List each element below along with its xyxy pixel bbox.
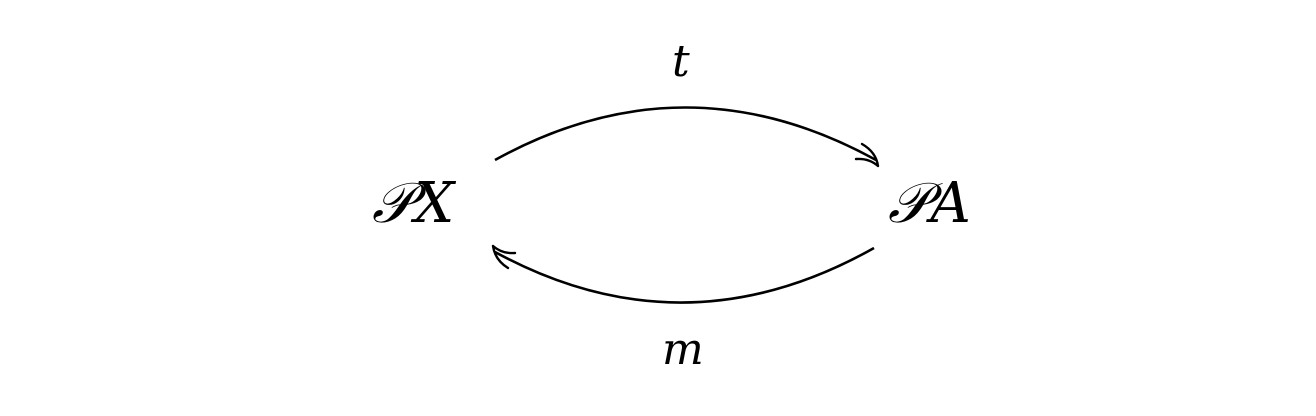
arrow-t-path (494, 106, 877, 162)
power-set-symbol: 𝒫 (372, 171, 415, 236)
power-set-symbol: 𝒫 (888, 171, 931, 236)
node-px: 𝒫X (372, 176, 454, 232)
node-px-symbol: X (414, 171, 455, 236)
arrow-m-head (491, 244, 517, 270)
edge-label-m: m (662, 324, 704, 375)
arrow-t-head (854, 142, 880, 168)
edge-label-t: t (672, 36, 690, 87)
node-pa: 𝒫A (888, 176, 971, 232)
node-pa-symbol: A (930, 171, 971, 236)
arrow-m-path (494, 246, 875, 304)
